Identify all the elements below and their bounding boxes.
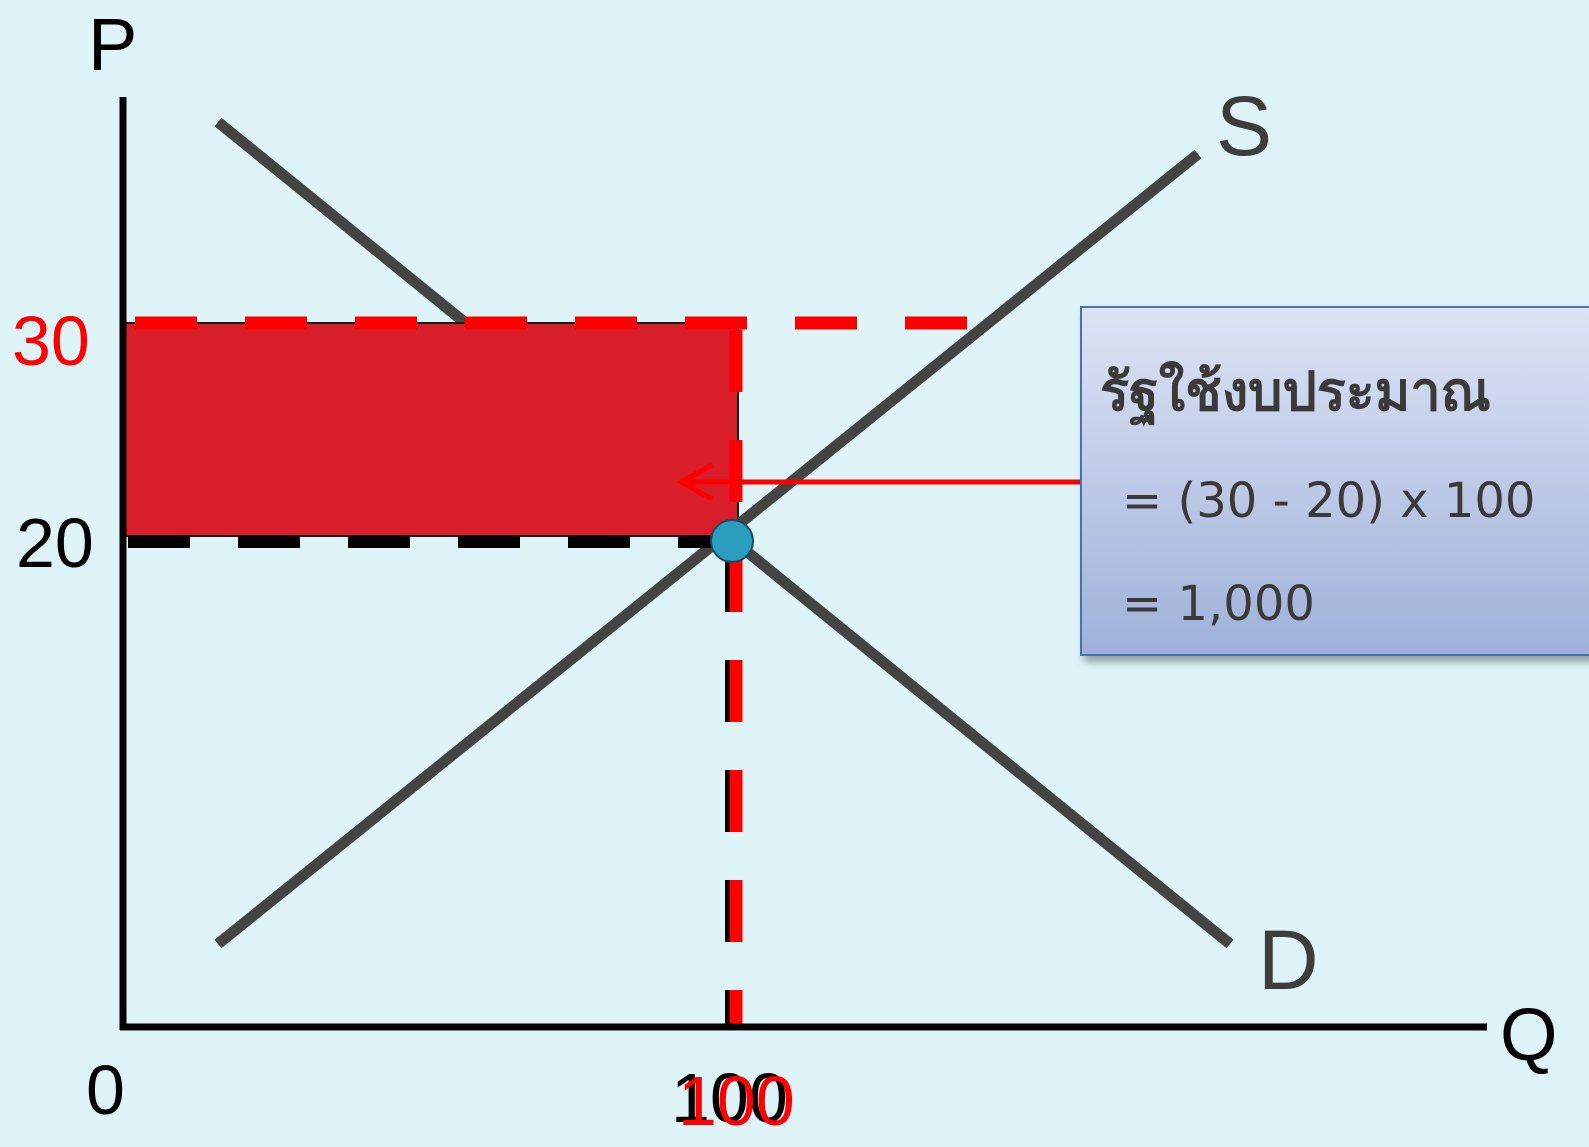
- price-30-tick-label: 30: [12, 302, 90, 380]
- budget-area: [122, 322, 739, 537]
- supply-curve: [214, 149, 1202, 949]
- supply-curve-label: S: [1216, 79, 1273, 173]
- price-20-tick-label: 20: [16, 504, 94, 582]
- callout-result: = 1,000: [1122, 576, 1315, 632]
- quantity-100-tick-label-shadow: 100: [671, 1059, 788, 1137]
- budget-callout-box: รัฐใช้งบประมาณ = (30 - 20) x 100 = 1,000: [1080, 306, 1589, 656]
- callout-title: รัฐใช้งบประมาณ: [1100, 360, 1491, 423]
- origin-tick-label: 0: [86, 1051, 125, 1129]
- quantity-100-tick-label: 100: [678, 1062, 795, 1140]
- y-axis-label: P: [88, 3, 138, 86]
- equilibrium-point: [710, 519, 754, 563]
- callout-arrowhead: [675, 462, 714, 502]
- callout-equation: = (30 - 20) x 100: [1122, 473, 1536, 529]
- x-axis-label: Q: [1500, 993, 1558, 1076]
- demand-curve-label: D: [1258, 913, 1319, 1007]
